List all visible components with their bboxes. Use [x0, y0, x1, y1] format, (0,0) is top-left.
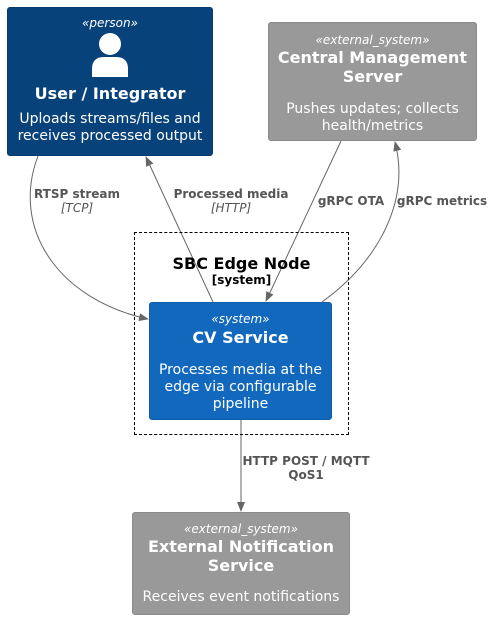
cms-stereotype: «external_system» — [315, 33, 430, 47]
ext-description: Receives event notifications — [142, 589, 340, 605]
cv-description: Processes media at the edge via configur… — [158, 362, 323, 412]
cms-title: Central Management Server — [277, 48, 468, 86]
edge-label-processed-name: Processed media — [173, 187, 289, 201]
cv-service[interactable]: «system» CV Service Processes media at t… — [149, 302, 332, 420]
edge-grpc-metrics — [321, 141, 402, 303]
boundary-title: SBC Edge Node — [172, 254, 311, 273]
edge-label-rtsp: RTSP stream [TCP] — [27, 187, 127, 215]
person-stereotype: «person» — [82, 16, 138, 30]
edge-label-notify-name: HTTP POST / MQTT QoS1 — [242, 454, 370, 482]
edge-label-metrics: gRPC metrics — [393, 194, 491, 208]
edge-label-ota-name: gRPC OTA — [317, 194, 385, 208]
person-title: User / Integrator — [34, 84, 186, 103]
sbc-edge-node-boundary: SBC Edge Node [system] — [134, 232, 349, 435]
external-notification-service[interactable]: «external_system» External Notification … — [132, 512, 350, 615]
edge-label-processed: Processed media [HTTP] — [167, 187, 295, 215]
cv-stereotype: «system» — [211, 312, 270, 326]
ext-stereotype: «external_system» — [184, 522, 298, 536]
edge-grpc-ota — [265, 140, 342, 302]
edge-label-rtsp-name: RTSP stream — [33, 187, 121, 201]
edge-label-metrics-name: gRPC metrics — [396, 194, 488, 208]
boundary-type: [system] — [211, 273, 272, 287]
ext-title: External Notification Service — [147, 537, 335, 575]
person-description: Uploads streams/files and receives proce… — [17, 111, 203, 144]
edge-label-rtsp-tech: [TCP] — [60, 201, 94, 215]
edge-rtsp-stream — [29, 155, 149, 322]
person-user-integrator[interactable]: «person» User / Integrator Uploads strea… — [7, 7, 213, 156]
cms-description: Pushes updates; collects health/metrics — [286, 101, 459, 134]
edge-label-processed-tech: [HTTP] — [210, 201, 252, 215]
cv-title: CV Service — [192, 328, 289, 347]
edge-label-notify: HTTP POST / MQTT QoS1 — [240, 454, 372, 482]
person-icon — [92, 33, 128, 77]
edge-label-ota: gRPC OTA — [312, 194, 390, 208]
edge-processed-media — [145, 156, 214, 303]
central-management-server[interactable]: «external_system» Central Management Ser… — [268, 22, 477, 141]
